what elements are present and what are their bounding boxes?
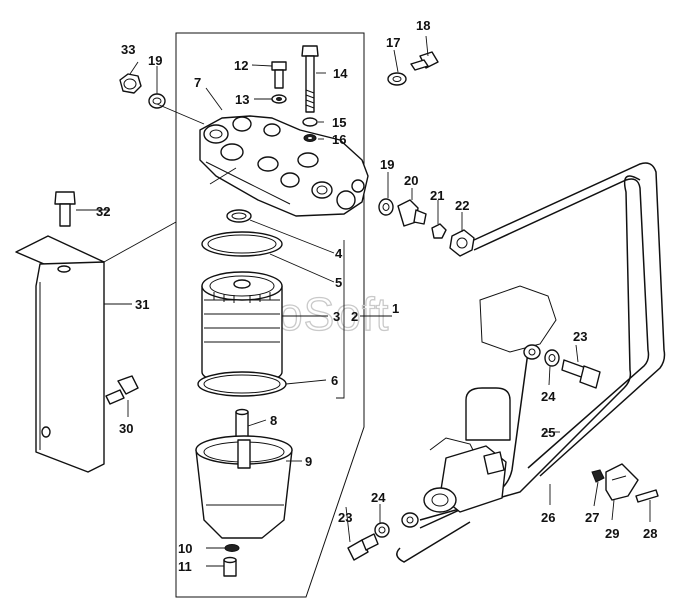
bolt-18 — [410, 51, 439, 71]
washer-17 — [387, 72, 407, 86]
callout-29: 29 — [605, 526, 619, 541]
callout-24-right: 24 — [541, 389, 556, 404]
callout-17: 17 — [386, 35, 400, 50]
clip-29 — [605, 463, 639, 501]
bolt-30 — [105, 375, 139, 405]
callout-5: 5 — [335, 275, 342, 290]
nut-27 — [591, 469, 605, 483]
washer-10 — [224, 544, 240, 552]
assembly-frame — [175, 32, 365, 598]
callout-23-right: 23 — [573, 329, 587, 344]
callout-28: 28 — [643, 526, 657, 541]
bracket-31 — [15, 235, 105, 473]
callout-6: 6 — [331, 373, 338, 388]
washer-13 — [271, 94, 287, 104]
washer-16 — [303, 134, 317, 142]
callout-14: 14 — [333, 66, 348, 81]
callout-4: 4 — [335, 246, 343, 261]
callout-12: 12 — [234, 58, 248, 73]
banjo-fitting-right — [523, 344, 541, 360]
bolt-32 — [54, 191, 76, 227]
callout-19-right: 19 — [380, 157, 394, 172]
filter-head-7 — [199, 115, 369, 217]
callout-9: 9 — [305, 454, 312, 469]
bolt-12 — [271, 61, 287, 89]
washer-15 — [302, 117, 318, 127]
filter-element-3 — [201, 271, 283, 385]
callout-3: 3 — [333, 309, 340, 324]
callout-18: 18 — [416, 18, 430, 33]
callout-27: 27 — [585, 510, 599, 525]
screw-28 — [635, 489, 659, 503]
callout-10: 10 — [178, 541, 192, 556]
callout-24-left: 24 — [371, 490, 386, 505]
filter-bowl-9 — [195, 435, 293, 539]
callout-26: 26 — [541, 510, 555, 525]
fuel-pipe-25 — [473, 162, 666, 477]
callout-30: 30 — [119, 421, 133, 436]
nut-22 — [449, 229, 475, 257]
banjo-fitting-left — [401, 512, 419, 528]
callout-19-left: 19 — [148, 53, 162, 68]
leader-lines — [76, 35, 651, 567]
callout-21: 21 — [430, 188, 444, 203]
callout-25: 25 — [541, 425, 555, 440]
seal-6 — [197, 371, 287, 397]
callout-1: 1 — [392, 301, 399, 316]
callout-8: 8 — [270, 413, 277, 428]
callout-15: 15 — [332, 115, 346, 130]
callout-22: 22 — [455, 198, 469, 213]
callout-20: 20 — [404, 173, 418, 188]
bolt-23-left — [347, 533, 379, 561]
callout-23-left: 23 — [338, 510, 352, 525]
sealing-ring-4 — [226, 209, 252, 223]
callout-32: 32 — [96, 204, 110, 219]
washer-19-right — [378, 198, 394, 216]
injection-pump — [423, 285, 557, 513]
callout-labels: 33 19 7 12 13 14 15 16 17 18 19 20 21 22… — [96, 18, 657, 574]
callout-31: 31 — [135, 297, 149, 312]
fitting-20 — [397, 199, 427, 227]
callout-16: 16 — [332, 132, 346, 147]
washer-24-right — [544, 349, 560, 367]
bolt-23-right — [561, 359, 601, 389]
nut-33 — [119, 73, 142, 94]
callout-13: 13 — [235, 92, 249, 107]
nut-21 — [431, 223, 447, 239]
bolt-14 — [301, 45, 319, 113]
seal-5 — [201, 231, 283, 257]
callout-2: 2 — [351, 309, 358, 324]
washer-24-left — [374, 522, 390, 538]
callout-7: 7 — [194, 75, 201, 90]
drain-plug-11 — [223, 556, 237, 577]
callout-11: 11 — [178, 559, 192, 574]
callout-33: 33 — [121, 42, 135, 57]
